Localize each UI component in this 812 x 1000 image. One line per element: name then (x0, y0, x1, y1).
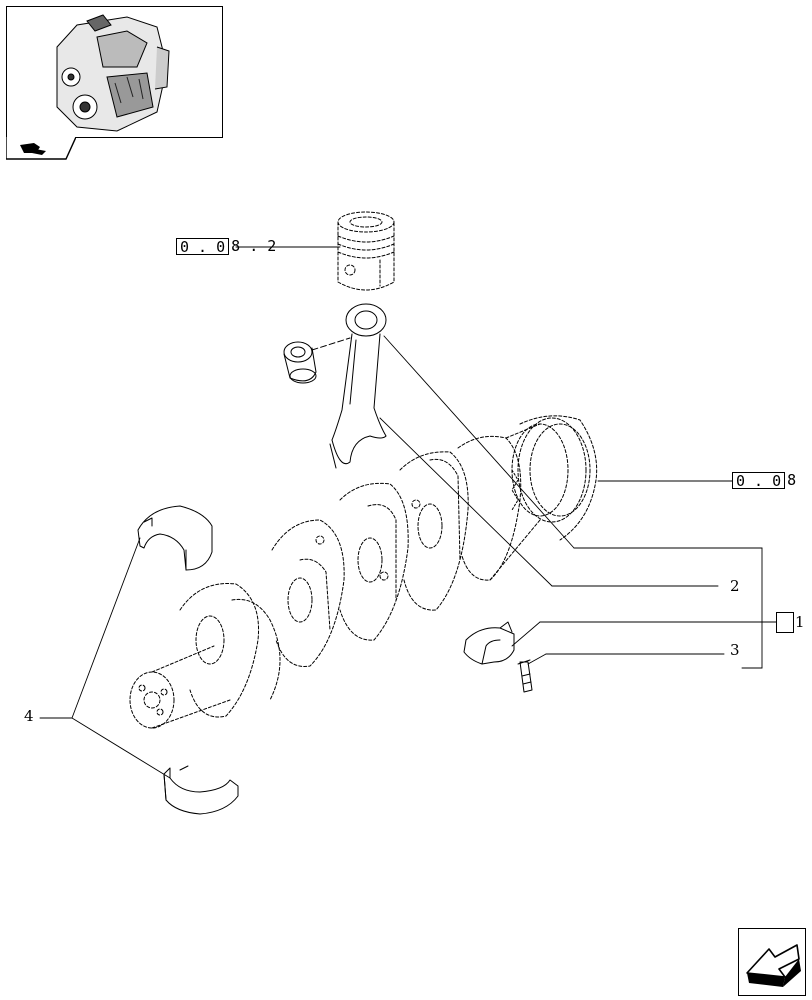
engine-thumbnail-icon (56, 14, 170, 132)
crankshaft-reference-label: 0 . 0 8 (732, 472, 796, 489)
callout-3: 3 (730, 641, 740, 659)
callout-1: 1 (795, 613, 805, 631)
piston-ref-suffix: 8 . 2 (231, 237, 277, 255)
callout-4: 4 (24, 707, 34, 725)
item-1-marker-box (776, 612, 794, 633)
engine-tab-icon (5, 136, 77, 160)
piston-reference-label: 0 . 0 8 . 2 (176, 238, 276, 255)
piston-outline (337, 211, 395, 291)
next-page-arrow-icon (746, 944, 801, 987)
small-end-bushing (283, 337, 351, 384)
rod-cap-bolt (517, 659, 533, 693)
crankshaft-ref-code: 0 . 0 (732, 472, 786, 489)
main-bearing-shell-upper (137, 505, 213, 571)
section-tab (5, 136, 77, 165)
rod-bearing-shell (463, 621, 515, 665)
connecting-rod (329, 303, 387, 469)
main-bearing-shell-lower (163, 765, 239, 815)
crankshaft-outline (129, 415, 598, 729)
piston-ref-code: 0 . 0 (176, 238, 230, 255)
next-page-button[interactable] (738, 928, 806, 996)
crankshaft-ref-suffix: 8 (787, 471, 797, 489)
callout-2: 2 (730, 577, 740, 595)
leader-lines (39, 246, 777, 779)
engine-thumbnail (6, 6, 223, 138)
